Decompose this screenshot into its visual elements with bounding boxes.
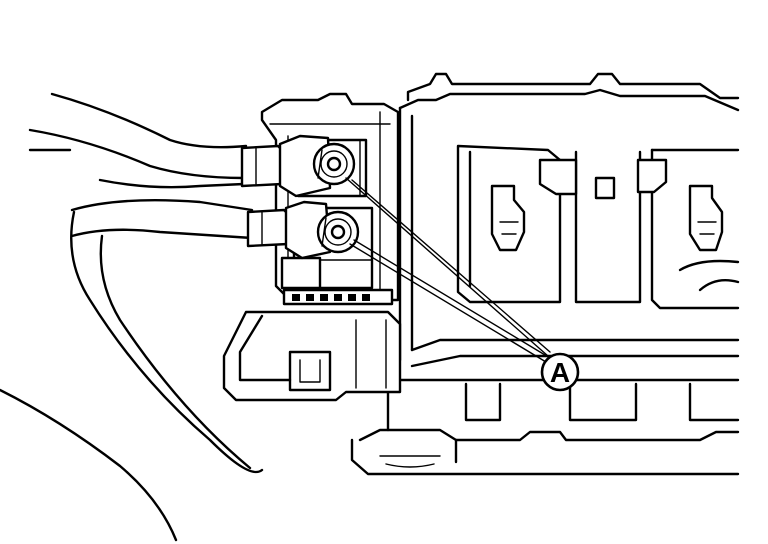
callout-a: A xyxy=(345,177,580,392)
callout-leader-upper-2 xyxy=(351,179,551,353)
fuse-window-row xyxy=(282,288,394,306)
callout-leader-lower xyxy=(349,243,547,363)
lower-terminal-connector xyxy=(246,200,332,260)
callout-label: A xyxy=(550,357,570,388)
lower-terminal-nut xyxy=(316,210,360,254)
callout-leader-upper xyxy=(345,177,549,357)
upper-terminal-nut xyxy=(312,142,356,186)
callout-circle xyxy=(540,352,580,392)
battery-cables xyxy=(0,92,264,542)
callout-leader-lower-2 xyxy=(353,239,551,359)
